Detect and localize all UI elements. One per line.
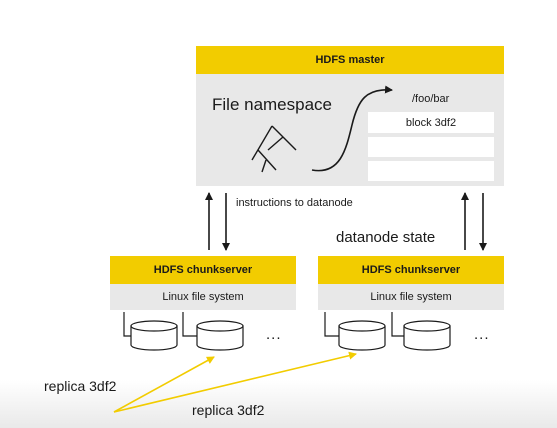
disk-icon <box>391 312 451 351</box>
namespace-curve <box>311 85 393 172</box>
ellipsis: ... <box>474 326 490 343</box>
linux-fs-label: Linux file system <box>110 284 296 310</box>
disk-icon <box>182 312 244 351</box>
datanode-state-label: datanode state <box>336 229 436 246</box>
replica-arrow <box>113 356 215 413</box>
disk-icon <box>324 312 386 351</box>
block-row <box>368 161 494 181</box>
replica-label: replica 3df2 <box>192 402 265 418</box>
linux-fs-label: Linux file system <box>318 284 504 310</box>
replica-arrow <box>113 351 357 413</box>
instructions-label: instructions to datanode <box>236 197 353 209</box>
namespace-tree-icon <box>251 125 297 173</box>
chunkserver-title: HDFS chunkserver <box>318 256 504 284</box>
disk-icon <box>123 312 178 351</box>
block-row: block 3df2 <box>368 112 494 133</box>
path-label: /foo/bar <box>412 93 450 105</box>
namespace-label: File namespace <box>212 95 333 114</box>
ellipsis: ... <box>266 326 282 343</box>
master-title: HDFS master <box>196 46 504 74</box>
bottom-gradient <box>0 380 557 428</box>
replica-label: replica 3df2 <box>44 378 117 394</box>
chunkserver-title: HDFS chunkserver <box>110 256 296 284</box>
block-row <box>368 137 494 157</box>
